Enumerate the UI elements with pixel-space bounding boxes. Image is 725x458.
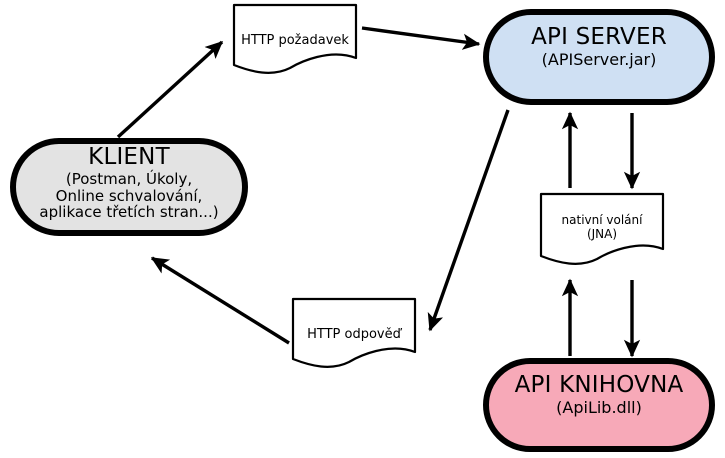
- arrow-klient-to-request: [116, 40, 224, 139]
- document-nativni-volani-shape[interactable]: [539, 192, 665, 265]
- arrow-server-to-response: [427, 109, 510, 332]
- arrow-request-to-server: [361, 26, 481, 50]
- document-http-pozadavek-shape[interactable]: [232, 3, 358, 74]
- node-klient-shape[interactable]: [10, 138, 248, 236]
- node-api-server-shape[interactable]: [483, 9, 715, 105]
- document-http-odpoved-shape[interactable]: [291, 297, 417, 368]
- arrow-response-to-klient: [150, 256, 290, 345]
- node-api-knihovna-shape[interactable]: [483, 358, 715, 452]
